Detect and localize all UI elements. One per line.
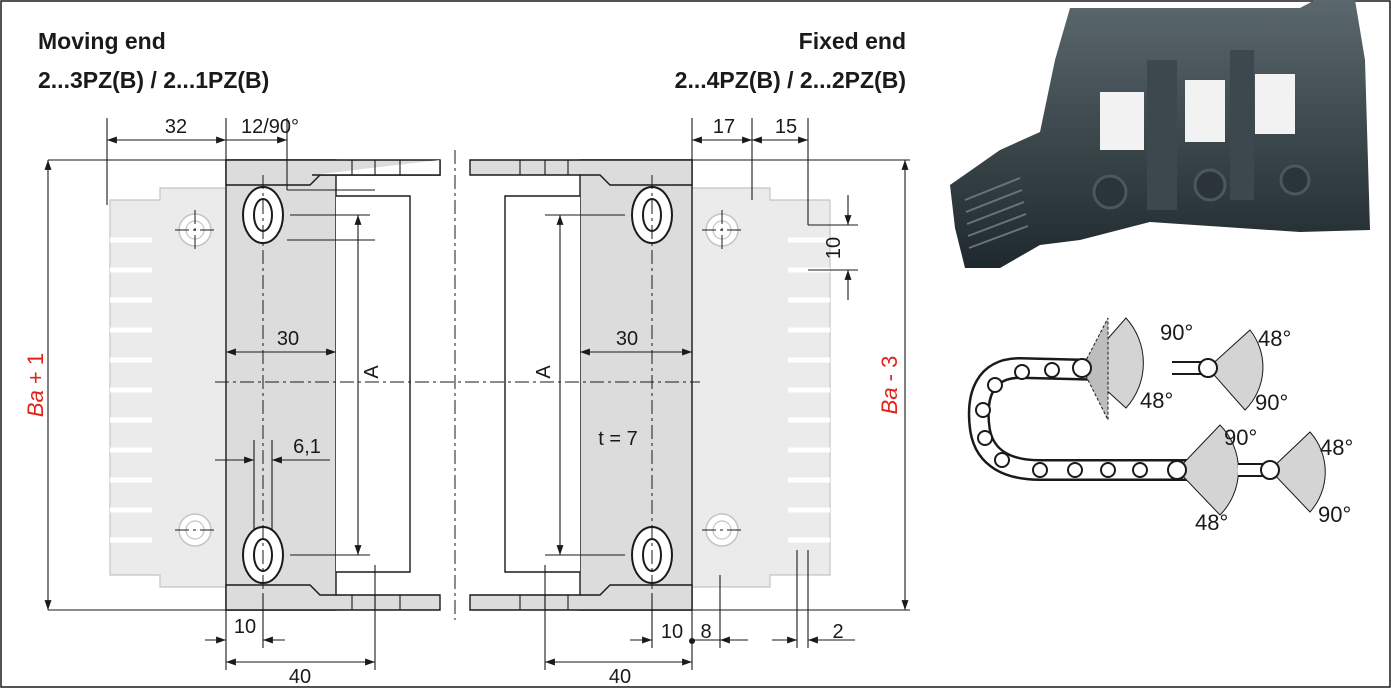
chain-schematic: [967, 317, 1326, 516]
angle-2-bottom: 90°: [1255, 390, 1288, 415]
dim-ba-plus-1: Ba + 1: [23, 353, 48, 417]
dim-8: 8: [700, 621, 711, 643]
center-lines: [175, 150, 742, 620]
fixed-end-title: Fixed end: [799, 28, 906, 54]
dim-17: 17: [713, 116, 735, 138]
dim-15: 15: [775, 116, 797, 138]
strain-relief-comb-right: [691, 187, 831, 588]
angle-1-top: 90°: [1160, 320, 1193, 345]
angle-4-top: 48°: [1320, 435, 1353, 460]
dim-ba-minus-3: Ba - 3: [877, 356, 902, 415]
dim-32: 32: [165, 116, 187, 138]
dim-10-bottom-right: 10: [661, 621, 683, 643]
dim-10-bottom-left: 10: [234, 616, 256, 638]
dim-2: 2: [832, 621, 843, 643]
angle-2-top: 48°: [1258, 326, 1291, 351]
dimension-lines: [44, 118, 910, 670]
dim-30-left: 30: [277, 328, 299, 350]
angle-4-bottom: 90°: [1318, 502, 1351, 527]
moving-end-part-number: 2...3PZ(B) / 2...1PZ(B): [38, 67, 269, 93]
dim-10-right: 10: [823, 237, 845, 259]
moving-end-title: Moving end: [38, 28, 166, 54]
dim-6-1: 6,1: [293, 436, 321, 458]
dim-12-90: 12/90°: [241, 116, 299, 138]
fixed-end-bracket: [469, 159, 693, 611]
dim-40-left: 40: [289, 666, 311, 688]
angle-3-top: 90°: [1224, 425, 1257, 450]
dim-a-right: A: [533, 365, 555, 379]
moving-end-bracket: [225, 159, 441, 611]
fixed-end-part-number: 2...4PZ(B) / 2...2PZ(B): [675, 67, 906, 93]
strain-relief-comb-left: [109, 187, 227, 588]
chain-photo: [950, 0, 1370, 268]
dim-40-right: 40: [609, 666, 631, 688]
dim-t-7: t = 7: [598, 428, 637, 450]
angle-3-bottom: 48°: [1195, 510, 1228, 535]
dim-a-left: A: [361, 365, 383, 379]
dim-30-right: 30: [616, 328, 638, 350]
angle-1-bottom: 48°: [1140, 388, 1173, 413]
